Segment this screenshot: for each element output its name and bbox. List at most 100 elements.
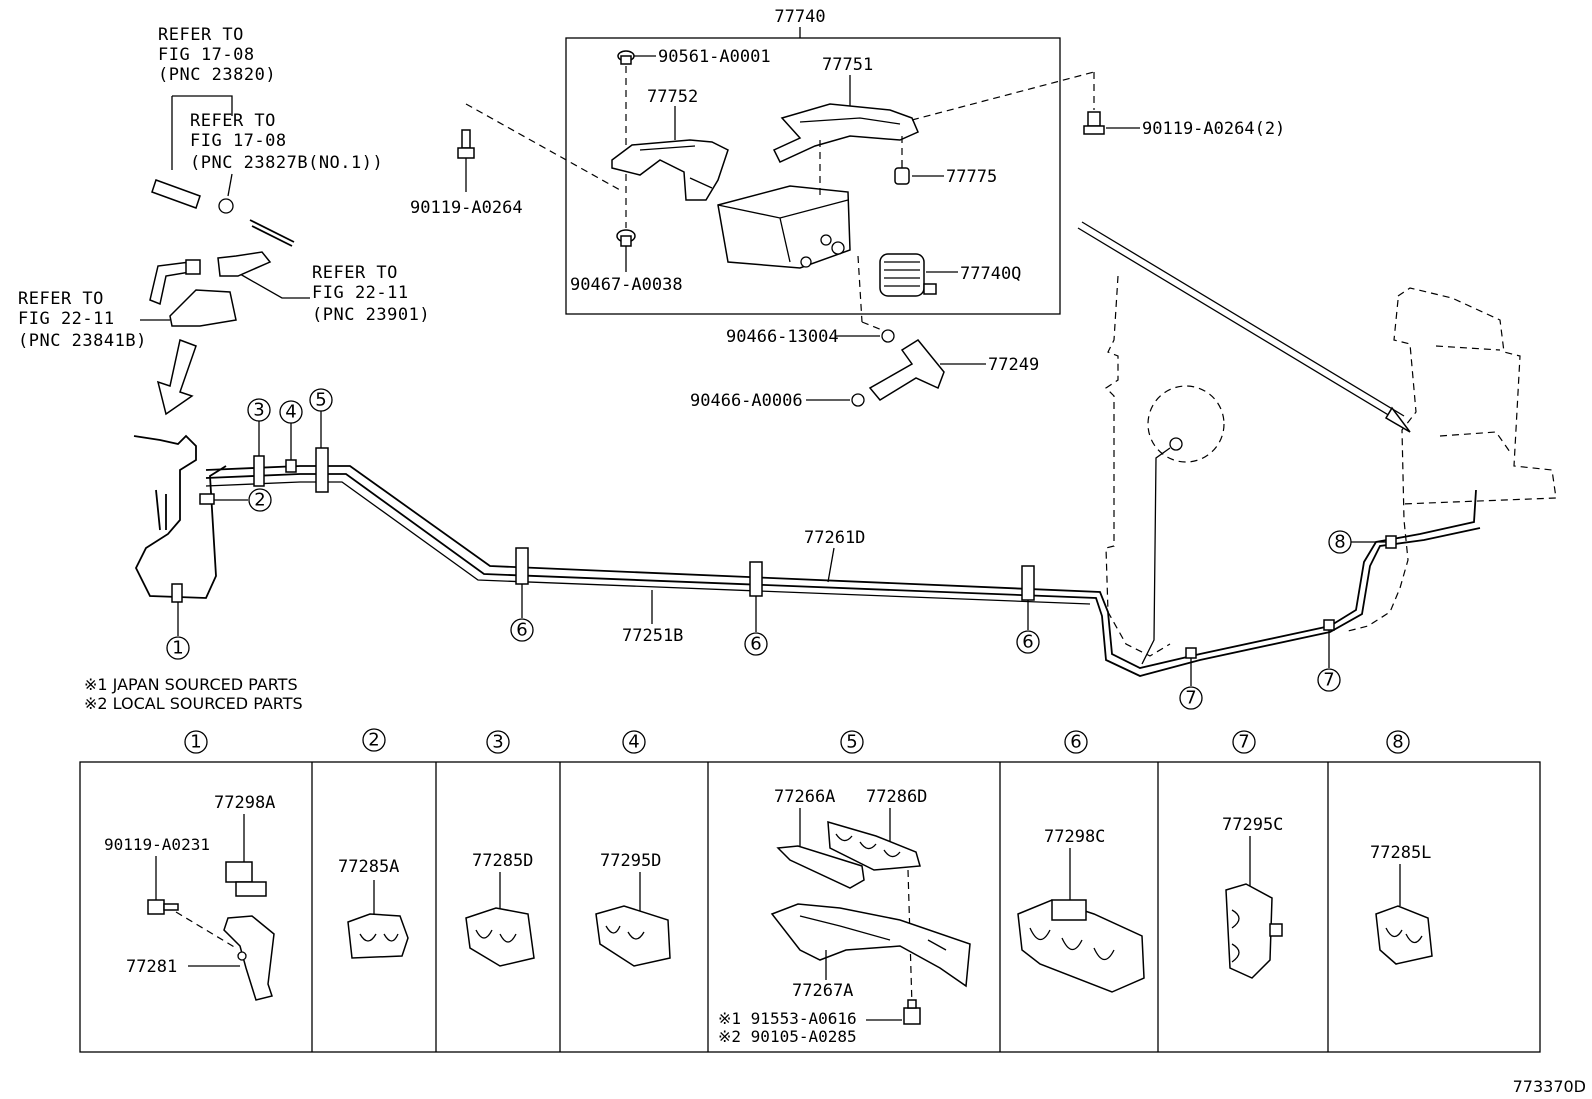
clip-90466-13004-icon [881,329,895,343]
note-local-sourced: ※2 LOCAL SOURCED PARTS [84,694,303,713]
callout-1: 1 [166,602,190,660]
label-77285D: 77285D [472,851,533,871]
clamp-77285L-icon [1375,905,1433,965]
bushing-77775-icon [894,160,910,185]
bolt-90119-right-icon [1083,111,1105,135]
hose-end-icon [151,179,295,247]
label-77267A: 77267A [792,981,853,1001]
label-77249: 77249 [988,355,1039,375]
table-header-3: 3 [486,730,510,754]
svg-text:2: 2 [368,730,379,751]
label-77295C: 77295C [1222,815,1283,835]
grommet-icon [617,50,635,65]
label-77286D: 77286D [866,787,927,807]
svg-text:6: 6 [750,634,761,655]
reference-block-3: REFER TO FIG 22-11 (PNC 23901) [312,263,430,325]
detail-table [79,761,1541,1053]
svg-text:5: 5 [846,732,857,753]
clamp-77298C-icon [1017,899,1145,993]
svg-text:3: 3 [253,400,264,421]
svg-text:6: 6 [1070,732,1081,753]
grommet-90467-icon [616,229,636,247]
svg-text:FIG 17-08: FIG 17-08 [190,131,287,151]
clamp-77295C-icon [1225,883,1283,979]
table-header-5: 5 [840,730,864,754]
fuel-line-assembly [133,434,1481,677]
table-header-2: 2 [362,728,386,752]
vehicle-body-outline [1105,275,1557,657]
table-header-7: 7 [1232,730,1256,754]
figure-code: 773370D [1513,1077,1586,1096]
vsv-valve-icon [879,253,937,297]
label-77295D: 77295D [600,851,661,871]
label-77775: 77775 [946,167,997,187]
group-label-77740: 77740 [774,7,825,27]
svg-text:6: 6 [1022,632,1033,653]
svg-text:REFER TO: REFER TO [18,289,104,309]
bolt-90119-left-icon [457,129,475,159]
table-header-8: 8 [1386,730,1410,754]
svg-text:FIG 17-08: FIG 17-08 [158,45,255,65]
label-91553-A0616: ※1 91553-A0616 [718,1009,857,1028]
charcoal-canister-icon [717,185,851,269]
filler-pipe-connector-icon [149,251,272,327]
label-77261D: 77261D [804,528,865,548]
label-90119-A0264-2: 90119-A0264(2) [1142,119,1285,139]
label-90119-A0231: 90119-A0231 [104,835,210,854]
label-90119-A0264: 90119-A0264 [410,198,523,218]
svg-text:8: 8 [1392,732,1403,753]
table-header-6: 6 [1064,730,1088,754]
callout-6a: 6 [510,584,534,642]
svg-text:(PNC 23827B(NO.1)): (PNC 23827B(NO.1)) [190,153,383,173]
label-90466-13004: 90466-13004 [726,327,839,347]
svg-text:FIG 22-11: FIG 22-11 [312,283,409,303]
svg-text:FIG 22-11: FIG 22-11 [18,309,115,329]
location-arrow-icon [1077,221,1411,433]
label-77740Q: 77740Q [960,264,1021,284]
svg-text:REFER TO: REFER TO [190,111,276,131]
label-77251B: 77251B [622,626,683,646]
callout-6b: 6 [744,596,768,656]
hose-77249-icon [868,339,945,401]
svg-text:5: 5 [315,390,326,411]
label-77281: 77281 [126,957,177,977]
bracket-77267A-icon [770,903,971,988]
svg-text:REFER TO: REFER TO [158,25,244,45]
svg-text:7: 7 [1185,688,1196,709]
svg-text:4: 4 [285,402,296,423]
bolt-90119-A0231-icon [147,899,179,915]
direction-arrow-icon [156,338,197,416]
label-77751: 77751 [822,55,873,75]
table-header-1: 1 [184,730,208,754]
clamp-77285D-icon [465,907,535,967]
bracket-77752-icon [611,139,729,201]
callout-7b: 7 [1317,630,1341,692]
reference-block-1: REFER TO FIG 17-08 (PNC 23820) [158,25,276,85]
reference-block-4: REFER TO FIG 22-11 (PNC 23841B) [18,289,147,351]
reference-block-2: REFER TO FIG 17-08 (PNC 23827B(NO.1)) [190,111,383,173]
label-77298A: 77298A [214,793,275,813]
clip-90466-A0006-icon [851,393,865,407]
svg-text:(PNC 23901): (PNC 23901) [312,305,430,325]
clamp-77285A-icon [347,913,409,959]
svg-text:(PNC 23820): (PNC 23820) [158,65,276,85]
svg-text:4: 4 [628,732,639,753]
svg-text:2: 2 [254,490,265,511]
label-77298C: 77298C [1044,827,1105,847]
callout-2: 2 [214,488,272,512]
label-77285A: 77285A [338,857,399,877]
line-clamps [171,447,1397,659]
bolt-91553-icon [903,999,921,1025]
svg-text:3: 3 [492,732,503,753]
svg-text:REFER TO: REFER TO [312,263,398,283]
table-header-4: 4 [622,730,646,754]
label-90467-A0038: 90467-A0038 [570,275,683,295]
label-77266A: 77266A [774,787,835,807]
svg-text:8: 8 [1334,532,1345,553]
label-77752: 77752 [647,87,698,107]
svg-text:(PNC 23841B): (PNC 23841B) [18,331,147,351]
clamp-77286D-icon [827,820,921,871]
bracket-77281-icon [223,915,275,1001]
label-77285L: 77285L [1370,843,1431,863]
bracket-77751-icon [772,103,919,163]
